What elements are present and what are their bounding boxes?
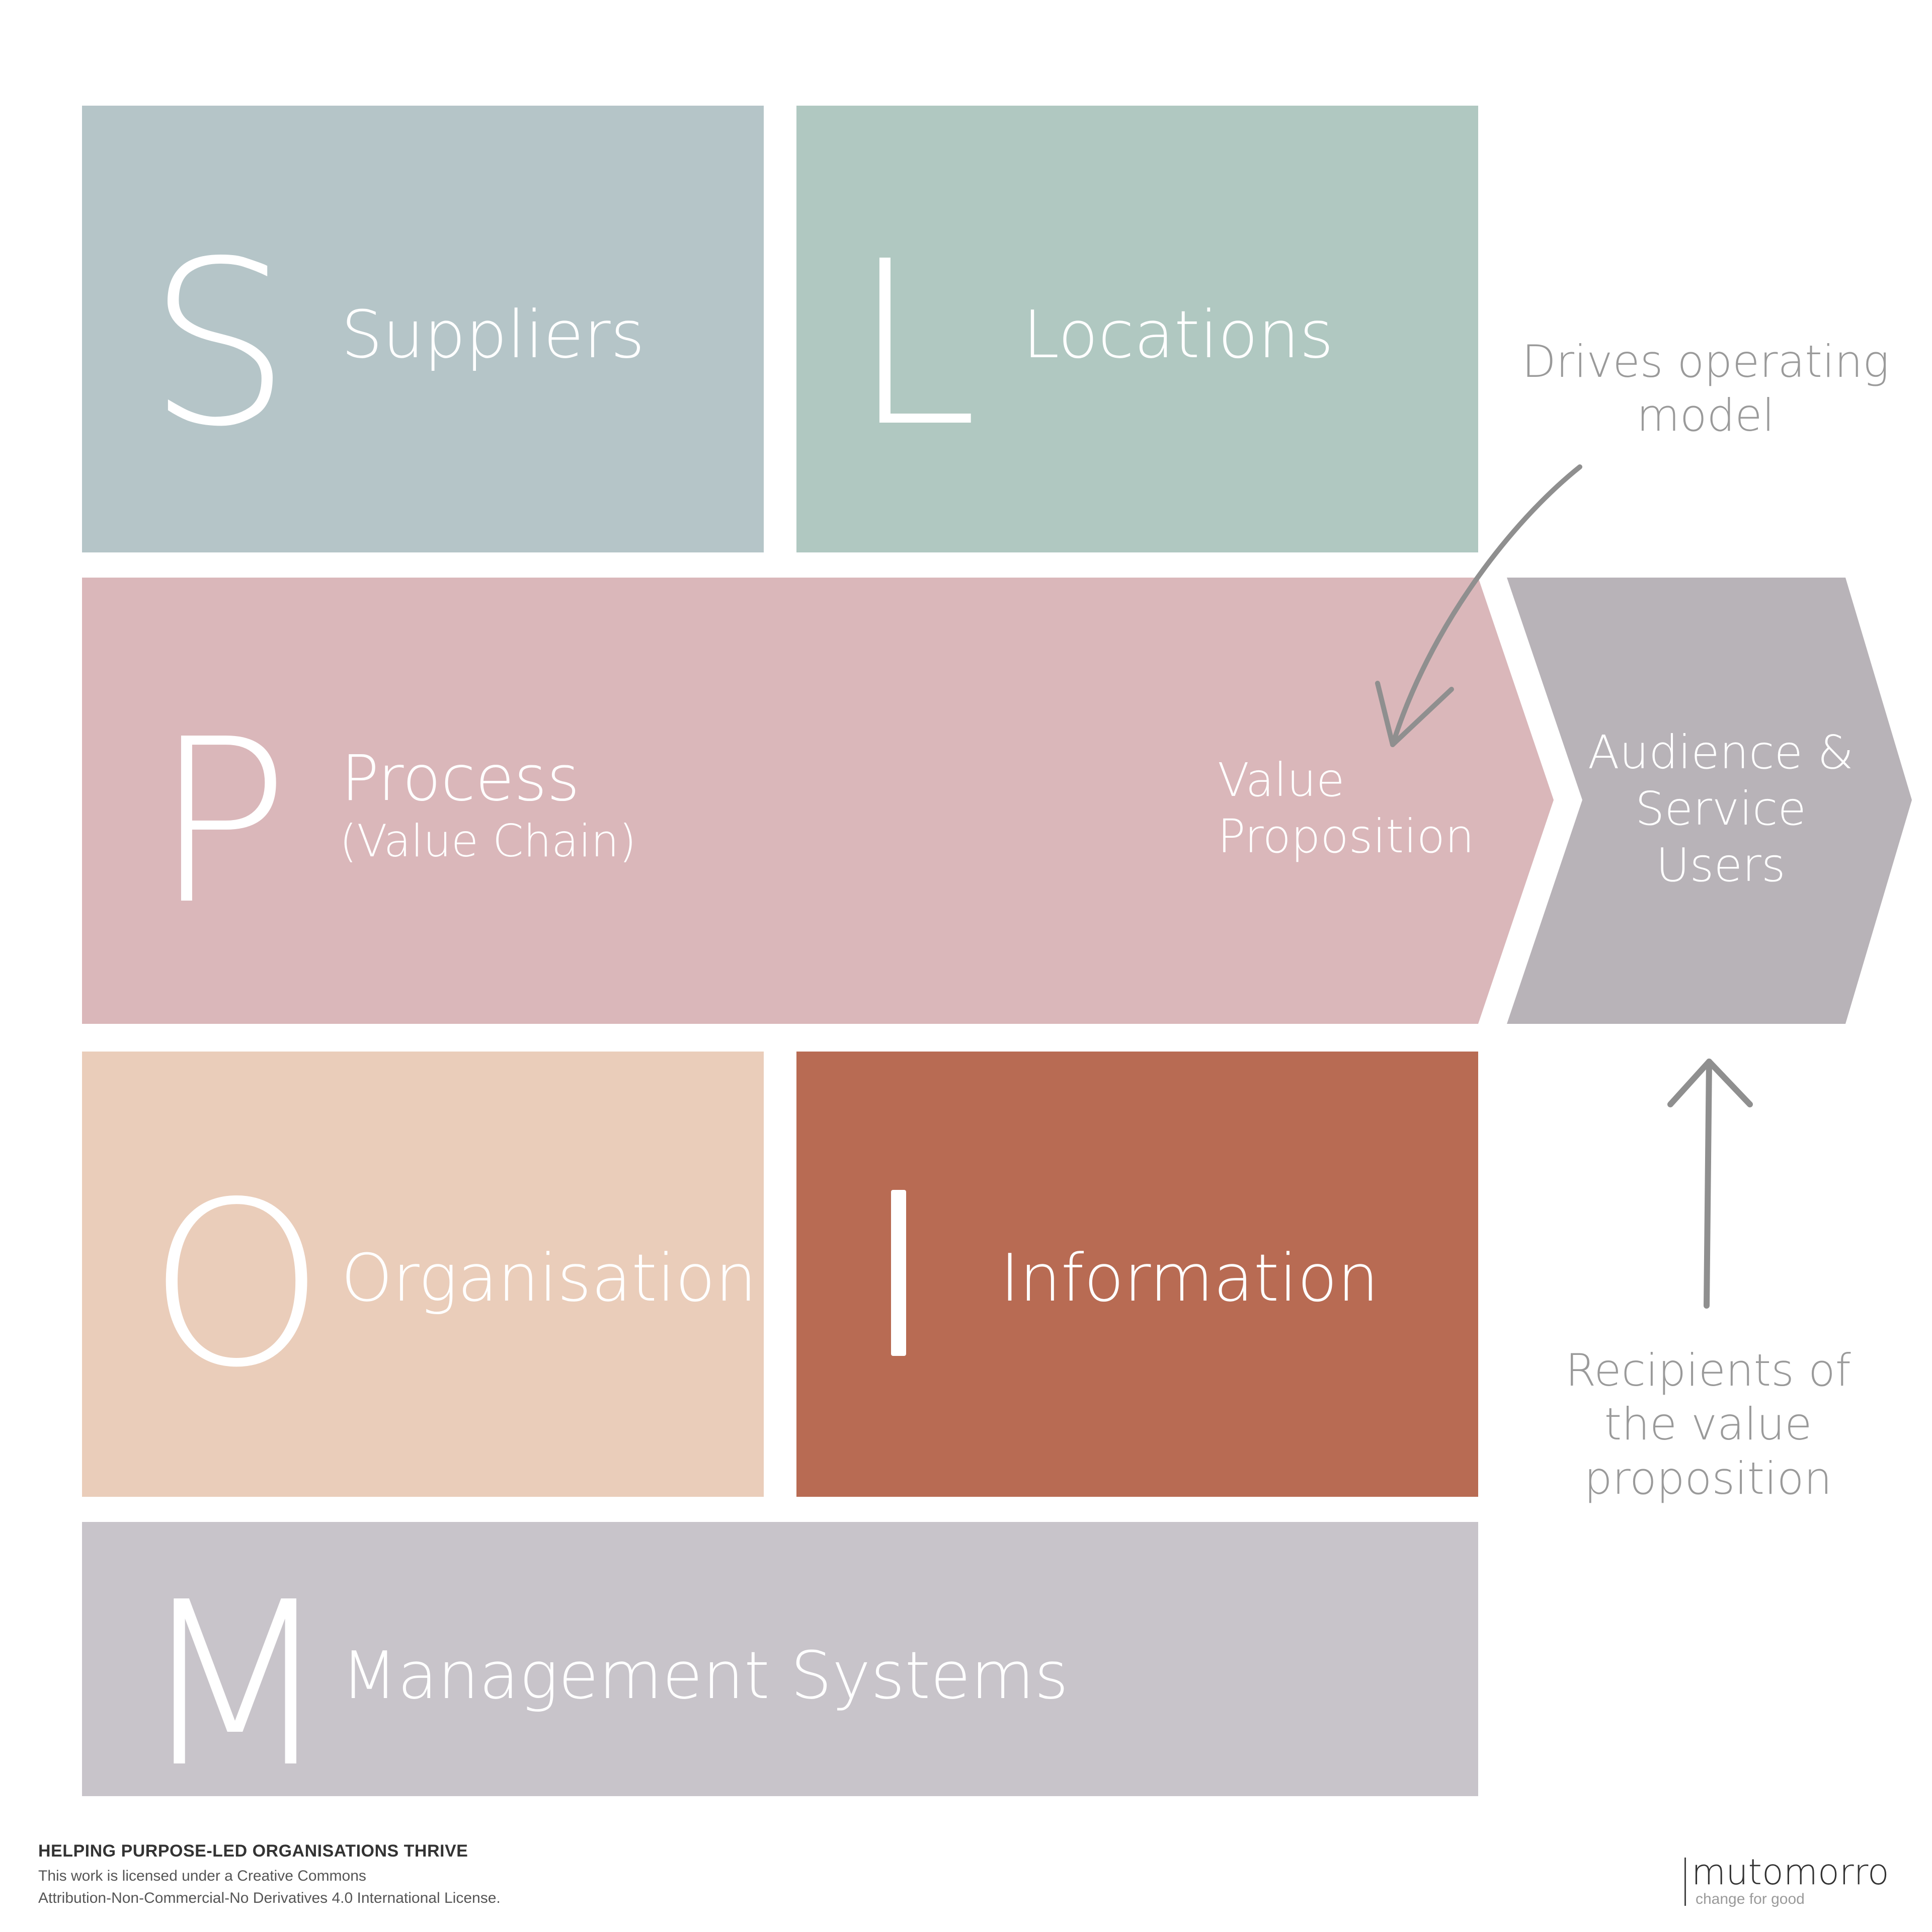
process-sublabel: (Value Chain) <box>340 815 636 867</box>
recipients-note: Recipients of the value proposition <box>1540 1343 1877 1505</box>
value-proposition-line: Value <box>1218 753 1345 807</box>
locations-block: L Locations <box>796 106 1478 552</box>
logo-tagline: change for good <box>1696 1891 1805 1907</box>
recipients-arrow <box>1704 1059 1712 1309</box>
license-line-1: This work is licensed under a Creative C… <box>38 1868 366 1884</box>
audience-line: Service <box>1635 782 1806 836</box>
drives-arrowhead <box>1375 681 1454 747</box>
recipients-note-line: proposition <box>1584 1452 1832 1504</box>
audience-chevron <box>1507 578 1912 1024</box>
footer-title: HELPING PURPOSE-LED ORGANISATIONS THRIVE <box>38 1841 468 1861</box>
audience-line: Users <box>1656 838 1786 893</box>
management-block: M Management Systems <box>82 1522 1478 1817</box>
drives-note: Drives operating model <box>1514 335 1897 443</box>
locations-label: Locations <box>1023 296 1334 373</box>
logo-name: mutomorro <box>1692 1852 1889 1893</box>
management-label: Management Systems <box>341 1637 1069 1714</box>
organisation-letter: O <box>147 1154 326 1417</box>
recipients-note-line: the value <box>1604 1398 1812 1451</box>
value-proposition-line: Proposition <box>1218 810 1475 864</box>
drives-arrow <box>1390 464 1582 747</box>
process-chevron <box>82 578 1554 1024</box>
recipients-note-line: Recipients of <box>1565 1344 1851 1396</box>
audience-label: Audience & Service Users <box>1580 725 1862 894</box>
license-line-2: Attribution-Non-Commercial-No Derivative… <box>38 1890 501 1906</box>
suppliers-label: Suppliers <box>341 296 645 373</box>
management-letter: M <box>137 1554 333 1817</box>
organisation-block: O Organisation <box>82 1052 764 1497</box>
suppliers-block: S Suppliers <box>82 106 764 552</box>
locations-letter: L <box>852 213 978 476</box>
information-letter-stroke <box>891 1190 906 1356</box>
recipients-arrowhead <box>1667 1059 1753 1107</box>
information-label: Information <box>1000 1240 1379 1316</box>
suppliers-letter: S <box>147 213 291 476</box>
logo-bar <box>1684 1858 1686 1906</box>
information-block: I Information <box>796 1052 1478 1497</box>
organisation-label: Organisation <box>341 1240 757 1316</box>
audience-line: Audience & <box>1587 726 1854 779</box>
process-label: Process <box>341 742 580 815</box>
process-letter: P <box>153 691 290 954</box>
drives-note-line: model <box>1636 389 1775 442</box>
value-proposition-label: Value Proposition <box>1218 752 1474 865</box>
drives-note-line: Drives operating <box>1522 336 1889 387</box>
